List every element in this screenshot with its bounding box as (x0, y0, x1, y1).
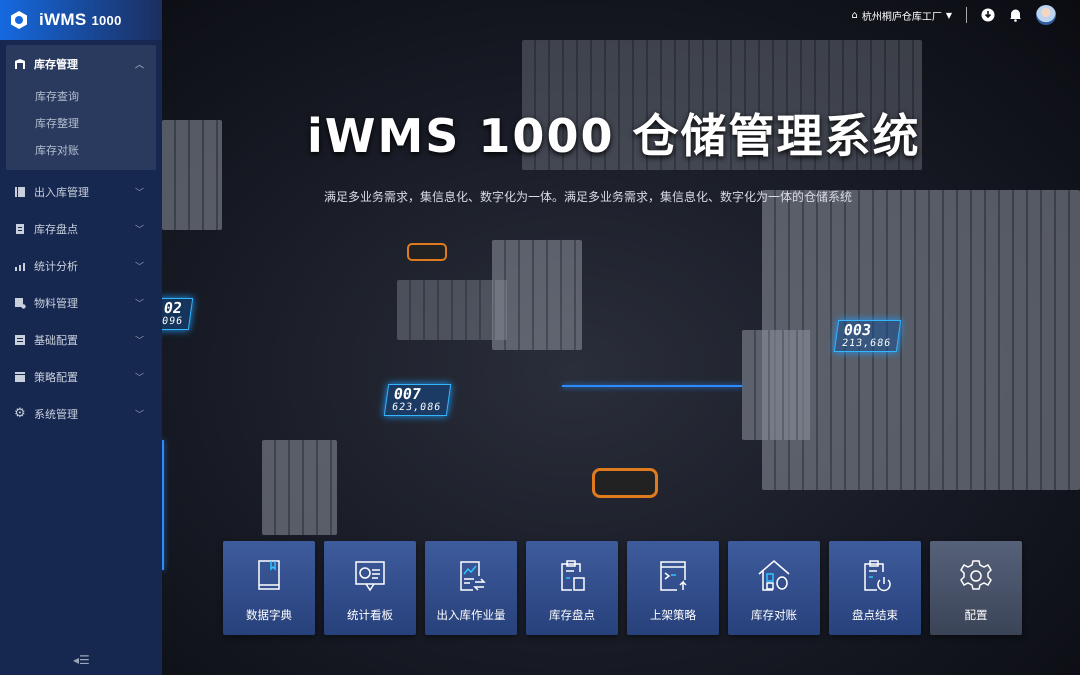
dashboard-board-icon (355, 561, 385, 592)
divider (966, 7, 967, 23)
warehouse-selector[interactable]: ⌂ 杭州桐庐仓库工厂 ▼ (851, 8, 952, 23)
shelf-graphic (522, 40, 922, 170)
tile-label: 库存对账 (751, 608, 797, 622)
app-name: iWMS (39, 10, 87, 29)
chevron-down-icon: ﹀ (134, 262, 144, 272)
tile-label: 上架策略 (650, 608, 696, 622)
tile-stats-board[interactable]: 统计看板 (324, 541, 416, 635)
shelving-strategy-icon (660, 561, 687, 591)
chevron-down-icon: ﹀ (134, 410, 144, 420)
tile-label: 出入库作业量 (436, 608, 506, 622)
hero-title: iWMS 1000 仓储管理系统 (307, 109, 921, 163)
submenu-item-inventory-reconcile[interactable]: 库存对账 (35, 144, 79, 157)
menu-item-basic-config[interactable]: 基础配置 ﹀ (0, 321, 162, 358)
menu-label: 系统管理 (34, 407, 78, 421)
book-icon (258, 560, 280, 590)
submenu-item-inventory-query[interactable]: 库存查询 (35, 90, 79, 103)
shelf-graphic (762, 190, 1080, 490)
tile-stocktaking-end[interactable]: 盘点结束 (829, 541, 921, 635)
tile-io-volume[interactable]: 出入库作业量 (425, 541, 517, 635)
menu-label: 统计分析 (34, 259, 78, 273)
gear-icon: ⚙ (14, 405, 26, 421)
shelf-graphic (162, 120, 222, 230)
app-version: 1000 (91, 13, 122, 28)
tile-settings[interactable]: 配置 (930, 541, 1022, 635)
menu-label: 基础配置 (34, 333, 78, 347)
bell-icon[interactable] (1009, 8, 1022, 22)
tile-label: 盘点结束 (852, 608, 898, 622)
chevron-down-icon: ﹀ (134, 299, 144, 309)
chevron-up-icon: ︿ (134, 60, 144, 71)
shelf-graphic (262, 440, 337, 535)
tile-label: 配置 (964, 608, 988, 622)
shelf-graphic (742, 330, 812, 440)
menu-label: 策略配置 (34, 370, 78, 384)
settings-icon (960, 560, 992, 590)
menu-item-system-management[interactable]: ⚙ 系统管理 ﹀ (0, 395, 162, 432)
agv-robot (407, 243, 447, 261)
check-end-icon (864, 560, 891, 592)
hero-subtitle: 满足多业务需求，集信息化、数字化为一体。满足多业务需求，集信息化、数字化为一体的… (324, 190, 853, 204)
io-volume-icon (460, 561, 486, 591)
warehouse-icon (15, 59, 25, 69)
warehouse-name: 杭州桐庐仓库工厂 (861, 11, 942, 23)
avatar[interactable] (1036, 5, 1056, 25)
chevron-down-icon: ﹀ (134, 336, 144, 346)
chevron-down-icon: ﹀ (134, 373, 144, 383)
reconcile-icon (758, 560, 790, 591)
download-icon[interactable] (981, 8, 995, 22)
inbound-outbound-icon (15, 186, 25, 197)
tile-reconcile[interactable]: 库存对账 (728, 541, 820, 635)
floor-path (162, 440, 164, 570)
strategy-icon (15, 371, 25, 382)
menu-label: 库存盘点 (34, 222, 78, 236)
menu-label: 库存管理 (34, 58, 78, 71)
menu-group-inventory: 库存管理 ︿ 库存查询 库存整理 库存对账 (6, 45, 156, 170)
bar-chart-icon (15, 262, 25, 271)
shelf-graphic (492, 240, 582, 350)
menu-item-strategy-config[interactable]: 策略配置 ﹀ (0, 358, 162, 395)
collapse-sidebar-icon[interactable]: ◂☰ (73, 653, 90, 667)
config-icon (15, 334, 25, 345)
tile-label: 统计看板 (347, 608, 393, 622)
tile-shelving-strategy[interactable]: 上架策略 (627, 541, 719, 635)
material-gear-icon (15, 297, 26, 309)
quick-access-tiles: 数据字典 统计看板 出入库作业量 库存盘点 上架策略 库存对账 盘点结束 配置 (223, 541, 1022, 635)
menu-item-inbound-outbound[interactable]: 出入库管理 ﹀ (0, 173, 162, 210)
logo-icon (11, 11, 27, 29)
tile-label: 库存盘点 (549, 608, 595, 622)
menu-item-statistics[interactable]: 统计分析 ﹀ (0, 247, 162, 284)
inventory-check-icon (561, 560, 585, 591)
menu-item-materials[interactable]: 物料管理 ﹀ (0, 284, 162, 321)
menu-label: 出入库管理 (34, 185, 89, 199)
tile-stocktaking[interactable]: 库存盘点 (526, 541, 618, 635)
submenu-item-inventory-arrange[interactable]: 库存整理 (35, 117, 79, 130)
caret-down-icon: ▼ (945, 10, 952, 20)
menu-item-inventory-management[interactable]: 库存管理 ︿ (6, 45, 156, 83)
workbench-graphic (397, 280, 507, 340)
clipboard-icon (16, 223, 24, 234)
menu-label: 物料管理 (34, 296, 78, 310)
home-icon: ⌂ (851, 9, 858, 21)
chevron-down-icon: ﹀ (134, 225, 144, 235)
menu-item-stocktaking[interactable]: 库存盘点 ﹀ (0, 210, 162, 247)
floor-path (562, 385, 742, 387)
topbar: ⌂ 杭州桐庐仓库工厂 ▼ (851, 0, 1080, 30)
logo: iWMS 1000 (0, 0, 162, 40)
agv-robot (592, 468, 658, 498)
tile-data-dictionary[interactable]: 数据字典 (223, 541, 315, 635)
chevron-down-icon: ﹀ (134, 188, 144, 198)
sidebar: iWMS 1000 库存管理 ︿ 库存查询 库存整理 库存对账 出入库管理 ﹀ 库存… (0, 0, 162, 675)
tile-label: 数据字典 (246, 608, 292, 622)
